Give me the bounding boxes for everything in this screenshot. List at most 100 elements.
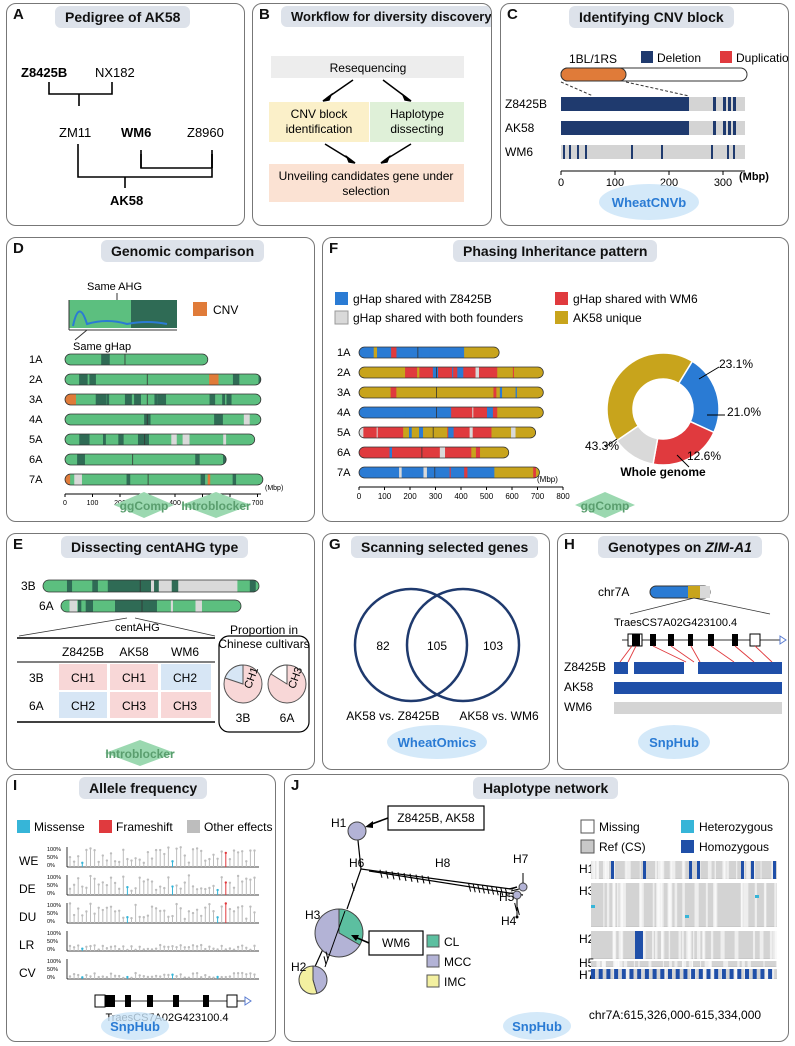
variant-point <box>195 908 199 911</box>
tool-badge-wheatomics[interactable]: WheatOmics <box>377 722 497 762</box>
missing-cell <box>714 861 716 879</box>
cnv-block-plot: Deletion Duplication 1BL/1RS Z8425BAK58W… <box>505 51 788 189</box>
variant-link <box>734 645 755 663</box>
variant-point <box>204 947 207 951</box>
tool-badge-introblocker[interactable]: Introblocker <box>171 490 261 520</box>
chrom-track <box>359 467 540 478</box>
legend-frameshift: Frameshift <box>116 820 173 834</box>
y-tick-label: 50% <box>47 883 58 889</box>
panel-title: Genotypes on ZIM-A1 <box>598 536 762 558</box>
tool-badge-ggcomp[interactable]: ggComp <box>104 490 184 520</box>
missing-cell <box>620 883 626 927</box>
hom-cell <box>737 969 742 979</box>
variant-point <box>191 885 195 888</box>
variant-point <box>138 915 141 919</box>
tool-badge-snphub[interactable]: SnpHub <box>487 1011 587 1041</box>
panel-label: H <box>564 536 575 553</box>
variant-point <box>249 972 252 975</box>
legend-het: Heterozygous <box>699 820 773 834</box>
variant-point <box>183 881 186 884</box>
segment <box>89 374 96 385</box>
missing-cell <box>764 969 770 979</box>
cultivar-zm11: ZM11 <box>59 125 91 140</box>
deletion-mark <box>723 121 726 135</box>
tool-badge-snphub[interactable]: SnpHub <box>624 722 724 762</box>
variant-point <box>159 909 162 913</box>
variant-point <box>204 973 207 977</box>
variant-point <box>220 850 223 853</box>
variant-point <box>249 878 252 881</box>
mutation-tick <box>486 885 490 895</box>
variant-point <box>187 861 191 864</box>
y-tick-label: 0% <box>47 947 55 953</box>
variant-point <box>146 850 150 854</box>
variant-point <box>105 906 109 910</box>
hom-cell <box>697 861 700 879</box>
variant-point <box>154 947 158 950</box>
variant-point <box>224 851 227 855</box>
segment <box>154 394 158 405</box>
variant-link <box>627 645 637 663</box>
segment <box>85 600 94 612</box>
variant-point <box>200 914 203 918</box>
cell: CH3 <box>122 699 146 713</box>
segment <box>394 347 431 358</box>
missing-cell <box>633 961 635 967</box>
tool-badge-snphub[interactable]: SnpHub <box>85 1011 185 1041</box>
segment <box>451 407 499 418</box>
panel-b: B Workflow for diversity discovery Reseq… <box>252 3 492 226</box>
genotype-plot: chr7A TraesCS7A02G423100.4 Z8425B AK58 W… <box>564 585 787 714</box>
segment <box>200 474 206 485</box>
tool-label: Introblocker <box>181 499 251 513</box>
panel-title: Identifying CNV block <box>569 6 734 28</box>
tool-badge-wheatcnvb[interactable]: WheatCNVb <box>589 182 709 222</box>
segment <box>467 387 472 398</box>
missing-cell <box>747 961 751 967</box>
axis-tick-label: 700 <box>531 492 545 501</box>
deletion-mark <box>728 121 731 135</box>
cnv-row-label: Z8425B <box>505 97 547 111</box>
node-label: H4 <box>501 914 517 928</box>
tool-badge-introblocker[interactable]: Introblocker <box>95 738 185 768</box>
hom-cell <box>760 969 765 979</box>
variant-point <box>216 888 219 892</box>
deletion-block <box>561 97 689 111</box>
missing-cell <box>707 861 712 879</box>
missing-cell <box>714 883 718 927</box>
segment <box>359 467 406 478</box>
variant-point <box>241 905 244 908</box>
segment <box>182 434 190 445</box>
variant-point <box>212 910 215 913</box>
mutation-tick <box>391 871 395 880</box>
missing-cell <box>657 883 661 927</box>
variant-point <box>97 906 100 909</box>
segment <box>95 394 107 405</box>
hom-cell <box>675 969 680 979</box>
segment <box>486 407 493 418</box>
segment <box>365 447 371 458</box>
variant-point <box>77 907 80 910</box>
cnv-row-label: AK58 <box>505 121 535 135</box>
legend-missense: Missense <box>34 820 85 834</box>
variant-point <box>167 846 170 849</box>
variant-point <box>118 947 121 951</box>
variant-point <box>85 945 88 949</box>
chrom-outline <box>358 446 510 459</box>
pop-label: WE <box>19 854 38 868</box>
panel-label: E <box>13 536 24 553</box>
missing-cell <box>638 961 640 967</box>
segment <box>376 427 378 438</box>
segment <box>403 427 449 438</box>
hom-cell <box>591 969 595 979</box>
venn-mid: 105 <box>427 639 447 653</box>
tool-badge-ggcomp[interactable]: ggComp <box>565 490 645 520</box>
segment <box>404 467 451 478</box>
y-tick-label: 50% <box>47 911 58 917</box>
axis-tick-label: 300 <box>714 177 732 189</box>
hom-cell <box>611 861 614 879</box>
hom-cell <box>721 969 726 979</box>
cell: CH1 <box>71 671 95 685</box>
chrom-label: 3A <box>29 394 43 406</box>
